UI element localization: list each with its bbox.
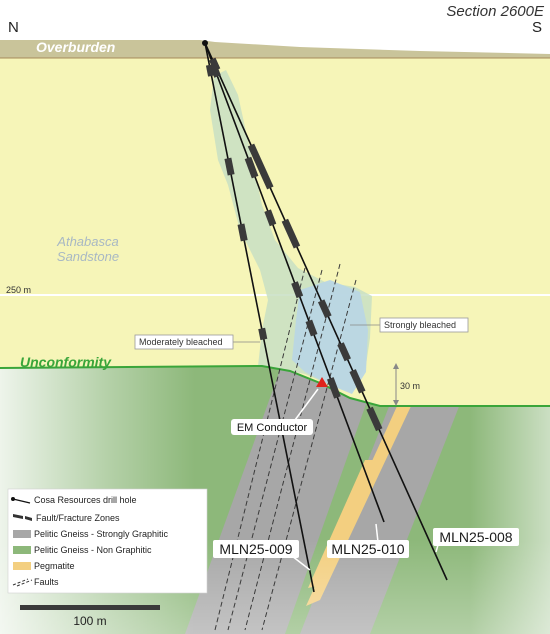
fracture-zone-intercept bbox=[327, 377, 341, 399]
legend-drill-collar-icon bbox=[11, 497, 15, 501]
fracture-zone-intercept bbox=[281, 218, 301, 249]
fault-line bbox=[244, 263, 341, 631]
mln25-008-callout bbox=[433, 528, 519, 546]
fracture-zone-intercept bbox=[224, 157, 235, 176]
fracture-zone-intercept bbox=[205, 64, 215, 77]
mln25-010-leader bbox=[375, 523, 379, 543]
fracture-zone-intercept bbox=[305, 319, 318, 337]
legend-item-pegmatite: Pegmatite bbox=[34, 561, 75, 571]
vertical-scale-arrow-top bbox=[393, 363, 399, 369]
scale-bar-label: 100 m bbox=[73, 614, 106, 628]
legend-fault-dash-b bbox=[16, 579, 33, 587]
legend-item-graphitic: Pelitic Gneiss - Strongly Graphitic bbox=[34, 529, 169, 539]
legend-item-non-graphitic: Pelitic Gneiss - Non Graphitic bbox=[34, 545, 152, 555]
mln25-009-leader bbox=[291, 555, 311, 571]
legend-graphitic-swatch bbox=[13, 530, 31, 538]
elevation-label: 250 m bbox=[6, 285, 31, 295]
legend-fault-zone-symbol-b bbox=[25, 516, 32, 521]
legend: Cosa Resources drill hole Fault/Fracture… bbox=[7, 488, 208, 594]
fault-line bbox=[227, 269, 323, 631]
em-conductor-callout bbox=[231, 419, 313, 435]
fracture-zone-intercept bbox=[258, 327, 268, 341]
fracture-zone-intercept bbox=[209, 57, 221, 72]
drill-collar bbox=[202, 40, 208, 46]
overburden-unit bbox=[0, 40, 550, 58]
em-conductor-leader bbox=[294, 388, 319, 421]
drill-hole-label-mln25-010: MLN25-010 bbox=[331, 541, 404, 557]
fault-fracture-zones bbox=[205, 57, 383, 432]
fracture-zone-intercept bbox=[291, 281, 304, 299]
drill-hole-mln25-009-trace bbox=[204, 42, 315, 593]
strongly-bleached-label: Strongly bleached bbox=[384, 320, 456, 330]
legend-non-graphitic-swatch bbox=[13, 546, 31, 554]
vertical-scale-arrow-bottom bbox=[393, 400, 399, 406]
legend-item-fault-zones: Fault/Fracture Zones bbox=[36, 513, 120, 523]
fracture-zone-intercept bbox=[247, 143, 274, 190]
legend-item-faults: Faults bbox=[34, 577, 59, 587]
fault-line bbox=[261, 279, 357, 631]
mln25-010-callout bbox=[327, 540, 409, 558]
sandstone-label-line1: Athabasca bbox=[56, 234, 118, 249]
section-title: Section 2600E bbox=[446, 3, 545, 20]
legend-drill-hole-symbol bbox=[12, 498, 31, 504]
overburden-label: Overburden bbox=[36, 39, 115, 55]
fracture-zone-intercept bbox=[244, 156, 259, 179]
legend-fault-zone-symbol-a bbox=[13, 514, 23, 519]
em-conductor-label: EM Conductor bbox=[237, 422, 308, 434]
mln25-009-callout bbox=[213, 540, 299, 558]
legend-item-drill-hole: Cosa Resources drill hole bbox=[34, 495, 137, 505]
strongly-bleached-callout bbox=[379, 317, 469, 333]
fault-line bbox=[214, 267, 306, 631]
scale-bar bbox=[20, 605, 160, 610]
fracture-zone-intercept bbox=[317, 299, 332, 319]
fracture-zone-intercept bbox=[366, 406, 383, 432]
drill-hole-label-mln25-009: MLN25-009 bbox=[219, 541, 292, 557]
vertical-scale-label: 30 m bbox=[400, 381, 420, 391]
moderately-bleached-callout bbox=[134, 334, 234, 350]
em-conductor-marker bbox=[316, 377, 328, 387]
moderately-bleached-label: Moderately bleached bbox=[139, 337, 223, 347]
fracture-zone-intercept bbox=[237, 223, 248, 242]
legend-pegmatite-swatch bbox=[13, 562, 31, 570]
north-label: N bbox=[8, 19, 19, 36]
fracture-zone-intercept bbox=[264, 209, 277, 227]
faults bbox=[214, 263, 357, 631]
strongly-bleached-zone bbox=[292, 280, 368, 394]
drill-hole-label-mln25-008: MLN25-008 bbox=[439, 529, 512, 545]
unconformity-label: Unconformity bbox=[20, 354, 112, 370]
fracture-zone-intercept bbox=[337, 342, 351, 362]
legend-fault-dash-a bbox=[12, 578, 29, 586]
south-label: S bbox=[532, 19, 542, 36]
fracture-zone-intercept bbox=[349, 369, 366, 394]
sandstone-label-line2: Sandstone bbox=[57, 249, 119, 264]
legend-box bbox=[7, 488, 208, 594]
